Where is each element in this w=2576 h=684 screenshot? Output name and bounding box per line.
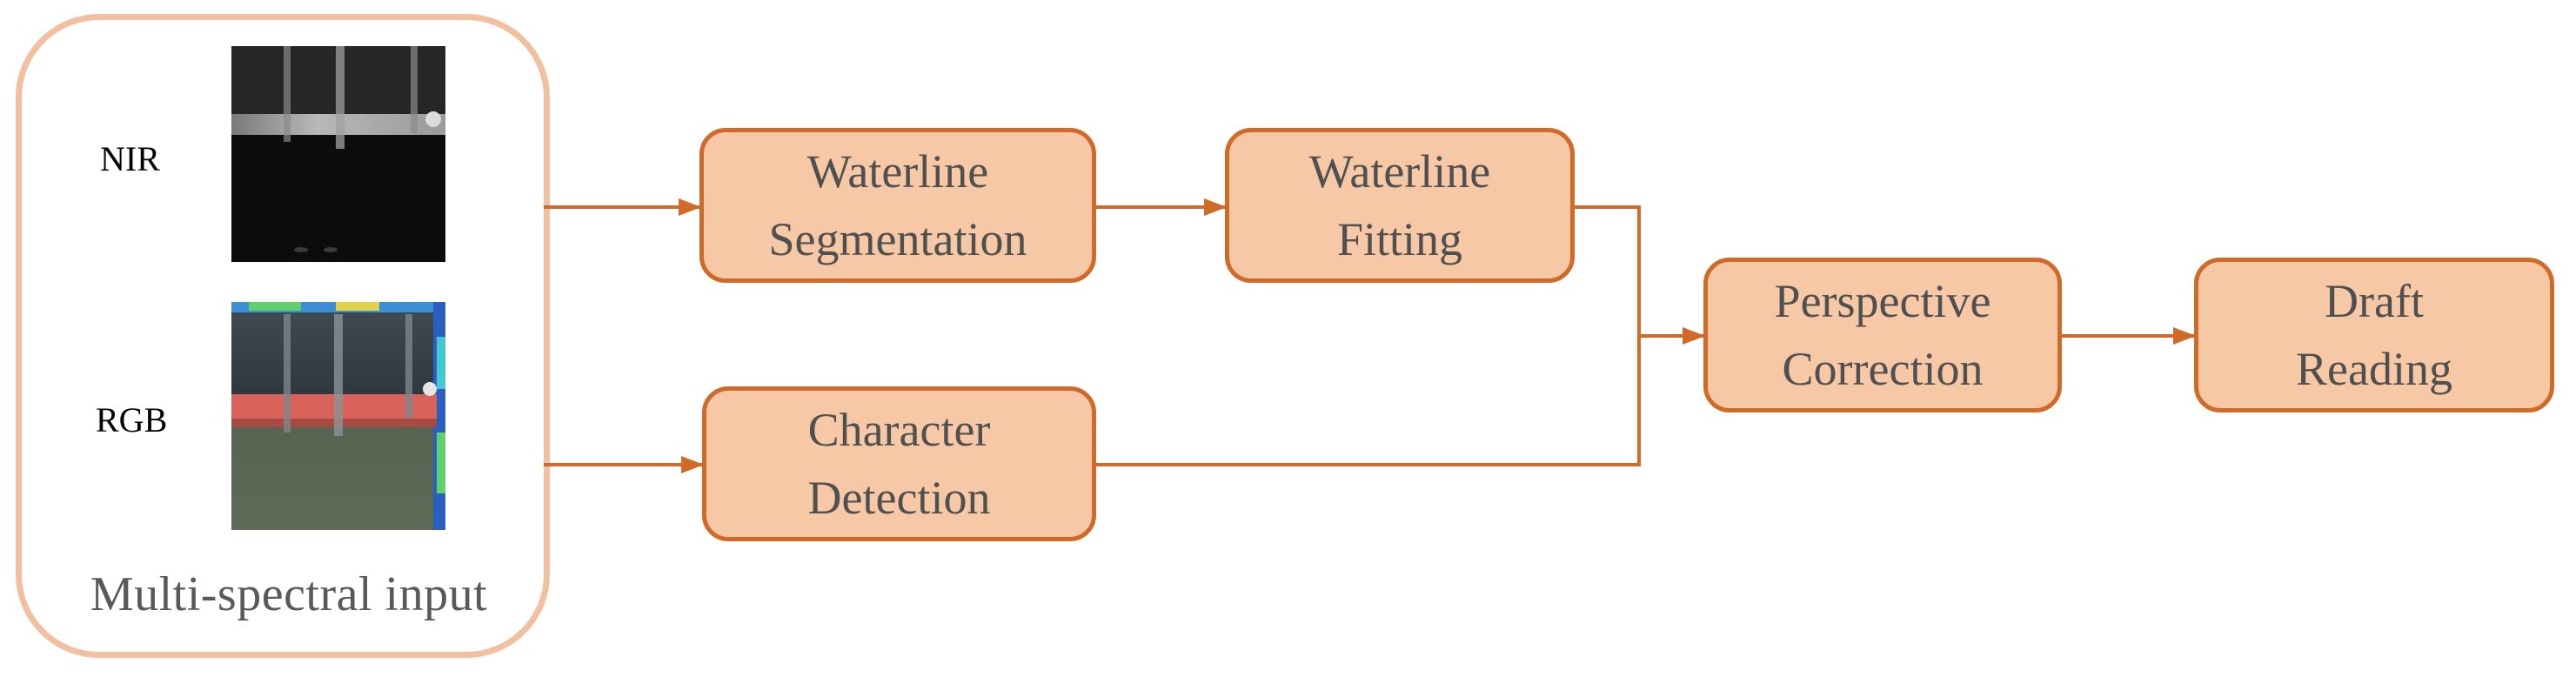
multispectral-input-panel: NIR RGB	[16, 14, 550, 658]
node-label-line2: Correction	[1782, 343, 1984, 395]
node-waterline-fitting: Waterline Fitting	[1225, 128, 1575, 283]
nir-label: NIR	[100, 139, 160, 178]
node-label-line1: Character	[807, 404, 991, 456]
node-label-line2: Reading	[2296, 343, 2452, 395]
node-label-line1: Draft	[2325, 275, 2424, 327]
node-label-line2: Segmentation	[768, 213, 1027, 265]
node-perspective-correction: Perspective Correction	[1703, 258, 2062, 412]
nir-image	[231, 46, 445, 262]
connector-fitting-to-merge	[1575, 205, 1641, 336]
rgb-image	[231, 302, 445, 530]
node-label-line1: Waterline	[806, 145, 989, 198]
connector-detection-to-merge	[1096, 336, 1641, 466]
rgb-label: RGB	[96, 400, 168, 439]
node-character-detection: Character Detection	[702, 386, 1096, 541]
panel-caption: Multi-spectral input	[90, 567, 488, 621]
node-label-line2: Detection	[807, 472, 991, 524]
node-label-line1: Perspective	[1774, 275, 1991, 327]
node-label-line2: Fitting	[1336, 213, 1463, 265]
node-waterline-segmentation: Waterline Segmentation	[699, 128, 1096, 283]
node-label-line1: Waterline	[1308, 145, 1491, 198]
node-draft-reading: Draft Reading	[2194, 258, 2554, 412]
